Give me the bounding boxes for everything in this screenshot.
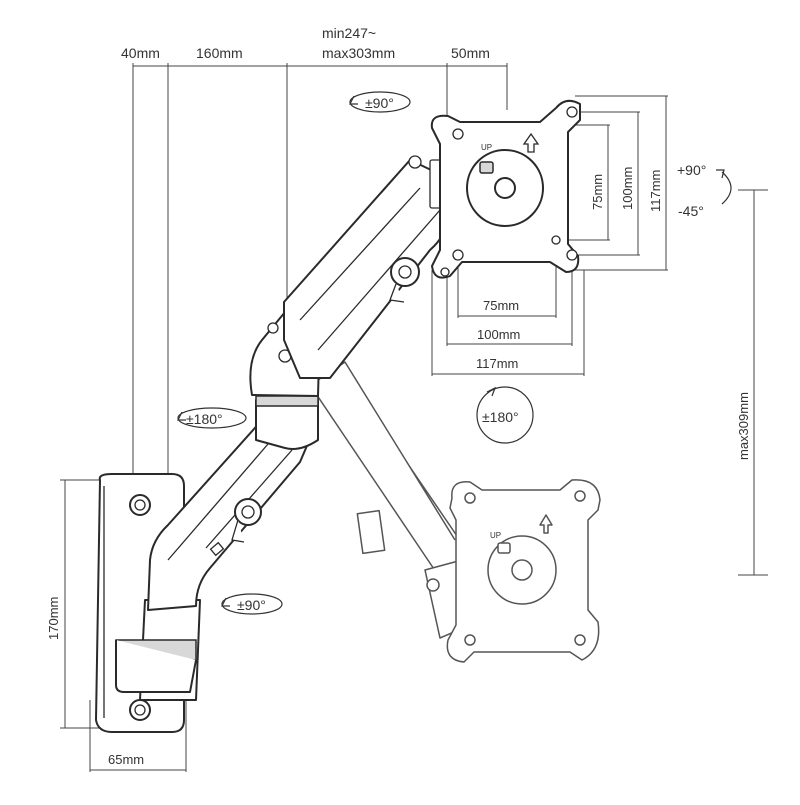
ghost-up-label: UP [490, 531, 501, 540]
dim-wall-width: 65mm [108, 752, 144, 767]
screen-rotation-label: ±180° [482, 409, 519, 425]
dimension-lines [60, 63, 768, 772]
dim-vesa-h100: 100mm [477, 327, 520, 342]
dim-max-label: max303mm [322, 45, 395, 61]
dim-vesa-h117: 117mm [476, 356, 518, 371]
up-label: UP [481, 143, 492, 152]
rotation-elbow [177, 407, 247, 429]
upper-arm [283, 155, 449, 379]
dim-min-label: min247~ [322, 25, 376, 41]
rotation-tilt [716, 169, 732, 205]
lower-arm [147, 419, 319, 611]
rotation-top-swivel [349, 91, 411, 113]
dim-50mm: 50mm [451, 45, 490, 61]
lowered-arm-ghost [299, 349, 471, 639]
dim-vesa-v100: 100mm [620, 167, 635, 210]
base-pivot [115, 599, 201, 701]
tilt-up-label: +90° [677, 162, 706, 178]
dim-max-height: max309mm [736, 392, 751, 460]
tilt-down-label: -45° [678, 203, 704, 219]
dim-160mm: 160mm [196, 45, 243, 61]
dim-vesa-v117: 117mm [648, 170, 663, 212]
dim-wall-height: 170mm [46, 597, 61, 640]
base-swivel-label: ±90° [237, 597, 266, 613]
rotation-base-swivel [221, 593, 283, 615]
dim-40mm: 40mm [121, 45, 160, 61]
top-swivel-label: ±90° [365, 95, 394, 111]
lowered-vesa-plate-ghost [446, 479, 601, 663]
vesa-plate [430, 99, 581, 279]
dim-vesa-v75: 75mm [590, 174, 605, 210]
elbow-rotation-label: ±180° [186, 411, 223, 427]
rotation-screen [476, 386, 534, 444]
dim-vesa-h75: 75mm [483, 298, 519, 313]
